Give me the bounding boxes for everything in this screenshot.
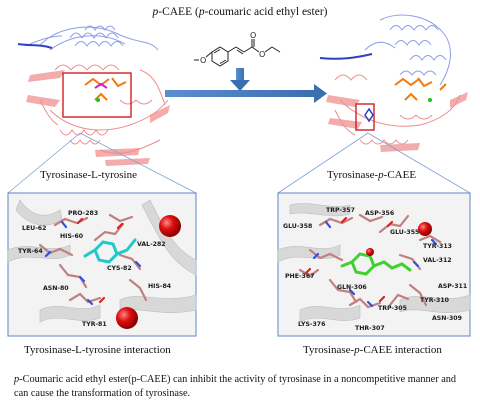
residue-label: GLU-355 [390, 229, 419, 236]
zoom-connectors [7, 132, 471, 194]
residue-label: VAL-312 [423, 257, 452, 264]
copper-ion-right-1 [418, 222, 432, 236]
residue-label: CYS-82 [107, 265, 132, 272]
residue-label: TYR-64 [18, 248, 43, 255]
residue-label: THR-307 [355, 325, 385, 332]
left-complex-label: Tyrosinase-L-tyrosine [40, 169, 137, 181]
residue-label: ASP-311 [438, 283, 467, 290]
residue-label: LEU-62 [22, 225, 46, 232]
copper-ion-1 [159, 215, 181, 237]
methoxy-o-label: O [200, 56, 206, 65]
right-inset [277, 192, 471, 337]
residue-label: PHE-367 [285, 273, 314, 280]
residue-label: VAL-282 [137, 241, 166, 248]
left-interaction-label: Tyrosinase-L-tyrosine interaction [24, 344, 171, 356]
copper-ion-right-2 [366, 248, 374, 256]
pcaee-ligand [340, 252, 412, 276]
residue-label: HIS-60 [60, 233, 84, 240]
left-binding-site-box [62, 72, 132, 118]
residue-label: LYS-376 [298, 321, 325, 328]
diagram-title: p-CAEE (p-coumaric acid ethyl ester) [152, 6, 328, 18]
figure-caption: p-Coumaric acid ethyl ester(p-CAEE) can … [14, 374, 457, 399]
right-arrow [165, 84, 327, 103]
down-arrow [230, 68, 250, 91]
residue-label: TYR-81 [82, 321, 107, 328]
ester-o-label: O [259, 50, 265, 59]
right-complex-label: Tyrosinase-p-CAEE [327, 169, 417, 181]
residue-label: TYR-310 [420, 297, 450, 304]
copper-ion-2 [116, 307, 138, 329]
residue-label: GLN-306 [337, 284, 367, 291]
l-tyrosine-ligand [83, 238, 137, 264]
residue-label: PRO-283 [68, 210, 98, 217]
residue-label: ASN-309 [432, 315, 462, 322]
residue-label: TRP-357 [326, 207, 355, 214]
residue-label: ASP-356 [365, 210, 394, 217]
residue-label: GLU-358 [283, 223, 312, 230]
right-interaction-label: Tyrosinase-p-CAEE interaction [303, 344, 442, 356]
left-inset [7, 192, 197, 337]
protein-right [319, 14, 468, 152]
pcaee-structure: O O O [194, 31, 281, 67]
carbonyl-o-label: O [250, 31, 256, 40]
protein-left [17, 25, 170, 166]
residue-label: TRP-305 [378, 305, 407, 312]
right-binding-site-box [355, 103, 375, 131]
residue-label: HIS-84 [148, 283, 172, 290]
residue-label: ASN-80 [43, 285, 69, 292]
residue-label: TYR-313 [423, 243, 452, 250]
